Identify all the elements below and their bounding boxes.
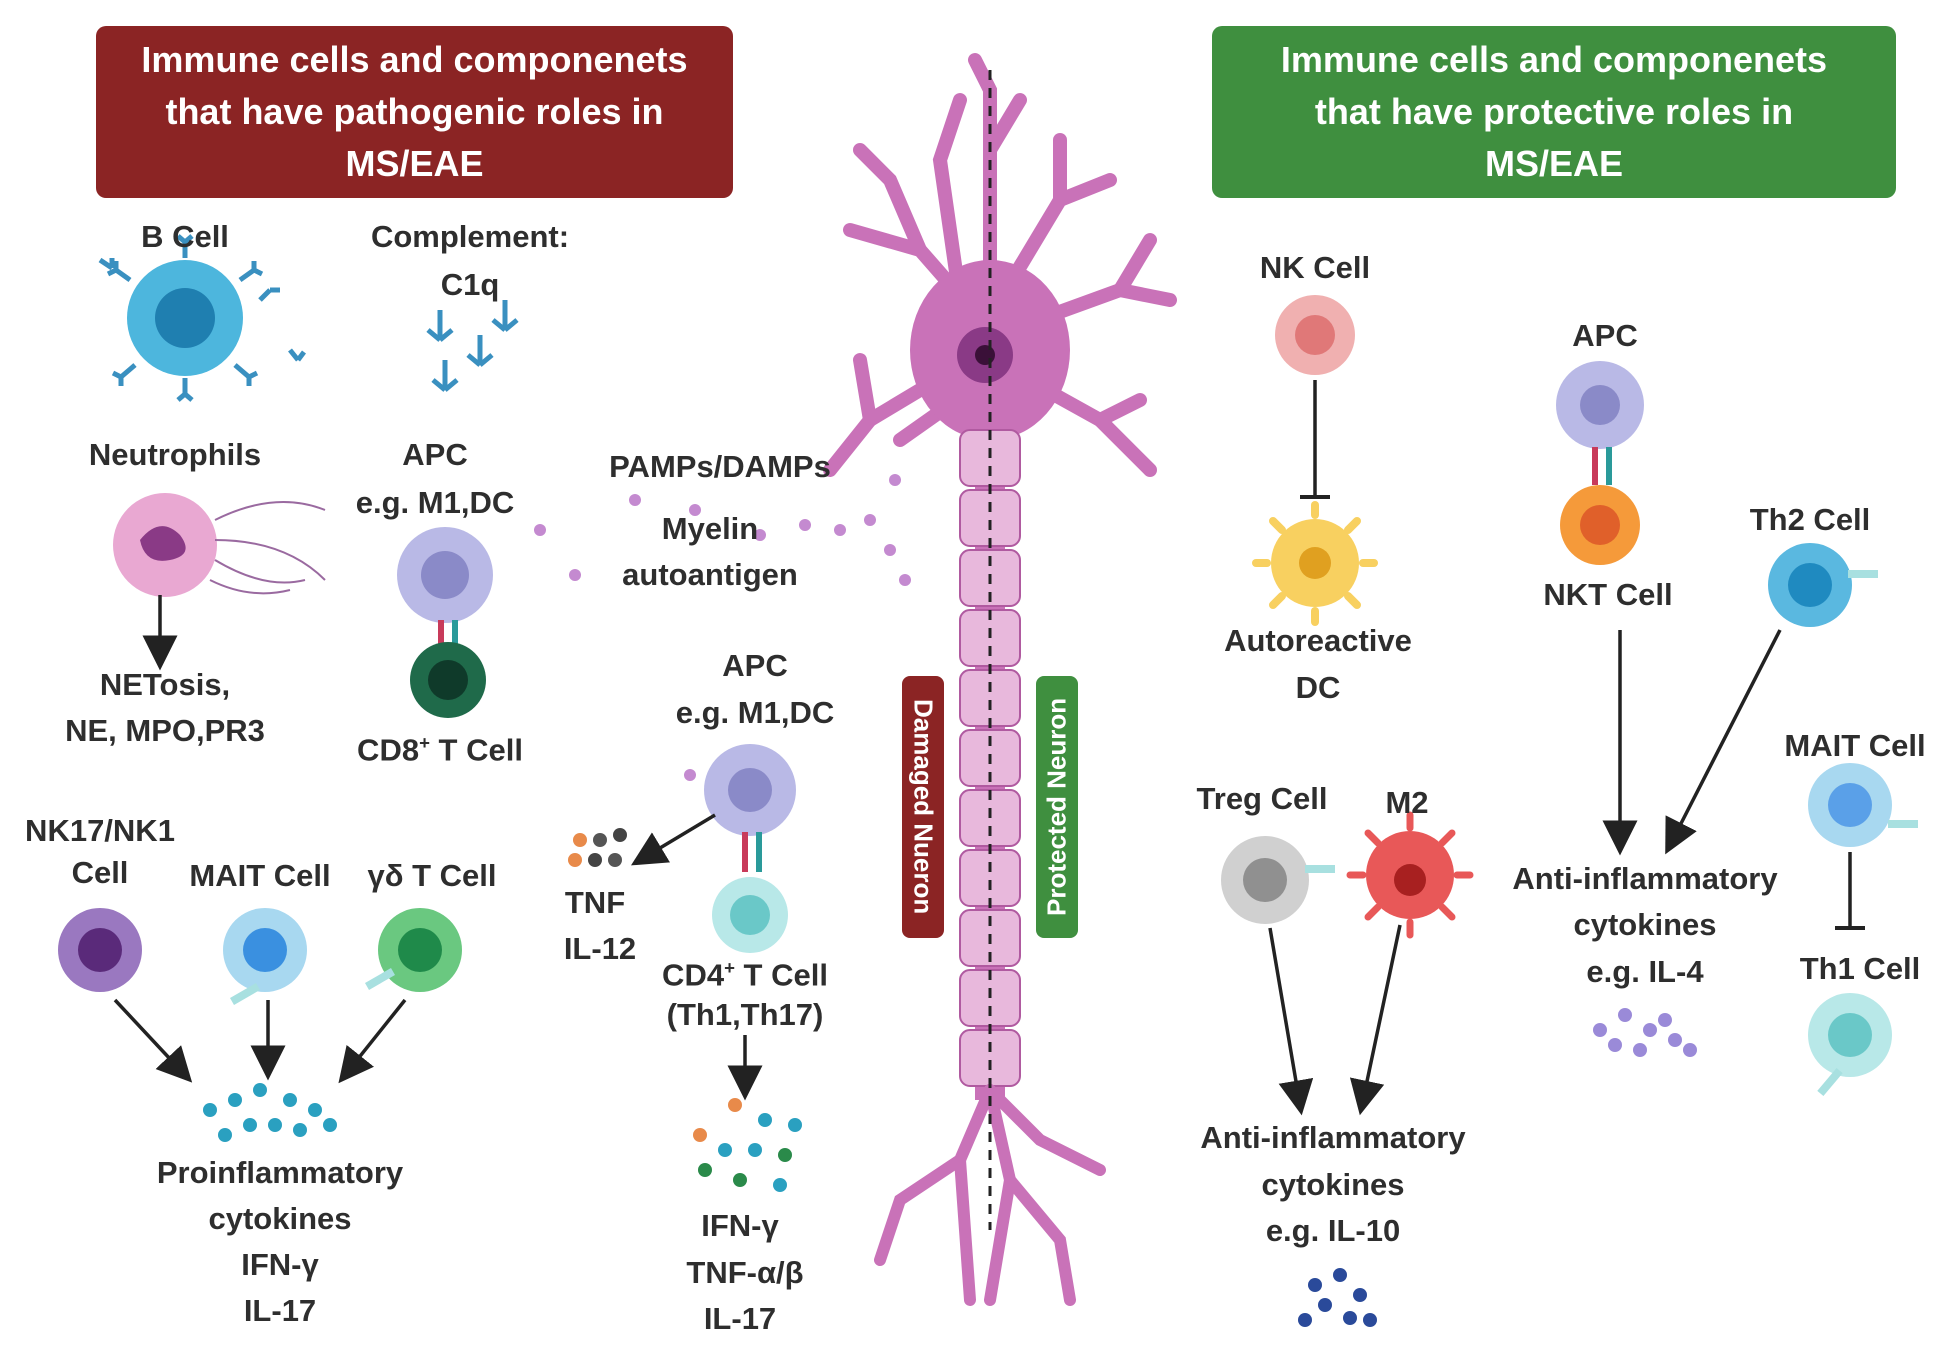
apc2-label-2: e.g. M1,DC <box>675 695 835 730</box>
b-cell-label: B Cell <box>141 219 229 254</box>
ifn-dots-icon <box>693 1098 802 1192</box>
apc-label-1: APC <box>402 437 468 472</box>
nk17-label-1: NK17/NK1 <box>25 813 175 848</box>
cd4-label-1: CD4+ T Cell <box>662 945 828 998</box>
protective-header: Immune cells and componenets that have p… <box>1212 26 1896 198</box>
nk17-label-2: Cell <box>71 855 129 890</box>
protective-header-line-2: that have protective roles in <box>1314 91 1794 132</box>
cd8-label-rest: T Cell <box>429 732 523 768</box>
pathogenic-header-line-1: Immune cells and componenets <box>141 39 688 80</box>
th2-cell-label: Th2 Cell <box>1749 502 1871 537</box>
antiinf-il4-label-3: e.g. IL-4 <box>1586 954 1704 989</box>
apc-cd8-icon <box>397 527 493 718</box>
apc-nkt-icon <box>1556 361 1644 565</box>
nk17-cell-icon <box>58 908 142 992</box>
apc-protective-label: APC <box>1572 318 1638 353</box>
antiinf-il10-label-1: Anti-inflammatory <box>1200 1120 1466 1155</box>
nkt-cell-label: NKT Cell <box>1543 577 1673 612</box>
apc-label-2: e.g. M1,DC <box>355 485 515 520</box>
neutrophils-label: Neutrophils <box>88 437 262 472</box>
cd8-label-sup: + <box>419 732 430 753</box>
proinflammatory-label-2: cytokines <box>208 1201 352 1236</box>
protective-header-line-1: Immune cells and componenets <box>1280 39 1828 80</box>
complement-label-1: Complement: <box>370 219 570 254</box>
myelin-label-2: autoantigen <box>622 557 798 592</box>
mait-label: MAIT Cell <box>189 858 331 893</box>
th1-cell-label: Th1 Cell <box>1799 951 1921 986</box>
pathogenic-header-line-3: MS/EAE <box>345 143 484 184</box>
ifn-label-1: IFN-γ <box>701 1208 779 1243</box>
proinflammatory-label-1: Proinflammatory <box>156 1155 404 1190</box>
netosis-label-2: NE, MPO,PR3 <box>65 713 265 748</box>
b-cell-icon <box>98 234 306 402</box>
proinflammatory-label-4: IL-17 <box>243 1293 317 1328</box>
pamps-label: PAMPs/DAMPs <box>609 449 831 484</box>
apc-cd4-icon <box>704 744 796 953</box>
complement-label-2: C1q <box>440 267 500 302</box>
autoreactive-dc-icon <box>1252 501 1378 626</box>
damaged-neuron-badge: Damaged Nueron <box>902 676 944 938</box>
mait-protective-label: MAIT Cell <box>1784 728 1926 763</box>
treg-cell-icon <box>1221 836 1335 924</box>
pathogenic-header-line-2: that have pathogenic roles in <box>165 91 664 132</box>
antiinf-il10-label-3: e.g. IL-10 <box>1265 1213 1401 1248</box>
nk-cell-icon <box>1275 295 1355 375</box>
c1q-icon <box>426 300 519 392</box>
cd4-label-2: (Th1,Th17) <box>666 997 824 1032</box>
neutrophil-icon <box>113 493 326 597</box>
tnf-dots-icon <box>568 828 627 867</box>
nk-cell-label: NK Cell <box>1259 250 1371 285</box>
protected-neuron-badge: Protected Neuron <box>1036 676 1078 938</box>
gd-t-cell-icon <box>365 908 462 992</box>
mait-cell-protective-icon <box>1808 763 1918 847</box>
antiinf-il4-label-1: Anti-inflammatory <box>1512 861 1778 896</box>
cd4-label-sup: + <box>724 957 735 978</box>
autoreactive-dc-label-1: Autoreactive <box>1224 623 1412 658</box>
m2-label: M2 <box>1385 785 1429 820</box>
th1-cell-icon <box>1808 993 1892 1097</box>
antiinf-il10-label-2: cytokines <box>1261 1167 1405 1202</box>
m2-macrophage-icon <box>1346 811 1474 939</box>
antiinf-il4-label-2: cytokines <box>1573 907 1717 942</box>
mait-cell-icon <box>223 908 307 1005</box>
proinflammatory-label-3: IFN-γ <box>241 1247 319 1282</box>
th2-cell-icon <box>1768 543 1878 627</box>
netosis-label-1: NETosis, <box>99 667 231 702</box>
ifn-label-2: TNF-α/β <box>686 1255 804 1290</box>
ifn-label-3: IL-17 <box>703 1301 777 1336</box>
gd-t-cell-label: γδ T Cell <box>367 858 497 893</box>
protective-header-line-3: MS/EAE <box>1484 143 1624 184</box>
myelin-fragments-icon <box>534 474 911 781</box>
tnf-label-1: TNF <box>564 885 626 920</box>
treg-cell-label: Treg Cell <box>1196 781 1328 816</box>
neuron-icon <box>823 53 1177 1306</box>
cd8-label-main: CD8 <box>357 732 420 768</box>
pathogenic-header: Immune cells and componenets that have p… <box>96 26 733 198</box>
cd4-label-main: CD4 <box>662 957 725 993</box>
il10-dots-icon <box>1298 1268 1377 1327</box>
apc2-label-1: APC <box>722 648 788 683</box>
proinflammatory-dots-icon <box>203 1083 337 1142</box>
autoreactive-dc-label-2: DC <box>1295 670 1341 705</box>
cd4-label-rest: T Cell <box>734 957 828 993</box>
il4-dots-icon <box>1593 1008 1697 1057</box>
tnf-label-2: IL-12 <box>563 931 637 966</box>
cd8-label: CD8+ T Cell <box>357 720 523 773</box>
myelin-label-1: Myelin <box>661 511 759 546</box>
